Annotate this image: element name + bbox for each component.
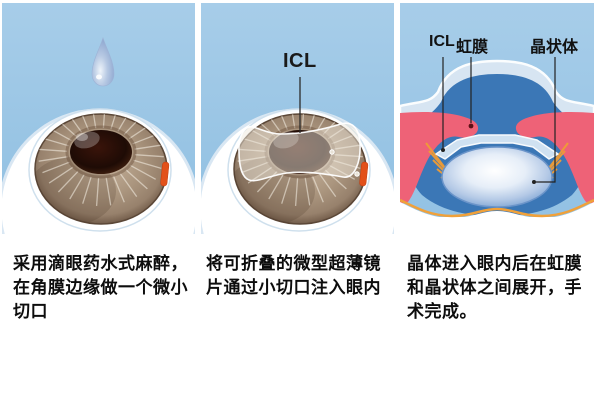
panel-step-1: [2, 3, 195, 234]
lens-label: 晶状体: [530, 39, 579, 56]
anesthetic-drop: [91, 37, 115, 87]
icl-implant: [435, 134, 559, 160]
incision-mark: [359, 161, 369, 187]
pupil-highlight: [74, 131, 100, 149]
eye-cross-section-illustration: [400, 3, 594, 234]
caption-step-1: 采用滴眼药水式麻醉，在角膜边缘做一个微小切口: [13, 254, 188, 321]
panel-step-2: ICL: [201, 3, 394, 234]
iris-cross-section: [400, 111, 594, 204]
icl-pointer-dot: [441, 148, 445, 152]
caption-step-3: 晶体进入眼内后在虹膜和晶状体之间展开，手术完成。: [407, 254, 582, 321]
iris: [34, 113, 168, 225]
icl-label: ICL: [283, 50, 317, 72]
lower-orange-band: [400, 198, 594, 218]
pupil: [70, 130, 132, 174]
iris-pointer-dot: [468, 123, 474, 129]
lower-white-mask: [400, 202, 594, 234]
icl-lens-film: [238, 122, 361, 182]
eye-front-illustration-step2: [201, 3, 394, 234]
iris-label: 虹膜: [456, 39, 489, 56]
pointer-lines: [441, 57, 556, 184]
crystalline-lens: [441, 146, 553, 208]
eye-front-illustration-step1: [2, 3, 195, 234]
incision-mark: [160, 161, 170, 187]
icl-footplate-hole: [354, 171, 360, 177]
caption-step-2: 将可折叠的微型超薄镜片通过小切口注入眼内: [206, 254, 381, 297]
icl-label: ICL: [429, 33, 455, 50]
icl-footplate-hole: [329, 149, 335, 155]
lens-pointer-dot: [532, 180, 536, 184]
panel-step-3: ICL 虹膜 晶状体: [400, 3, 594, 234]
